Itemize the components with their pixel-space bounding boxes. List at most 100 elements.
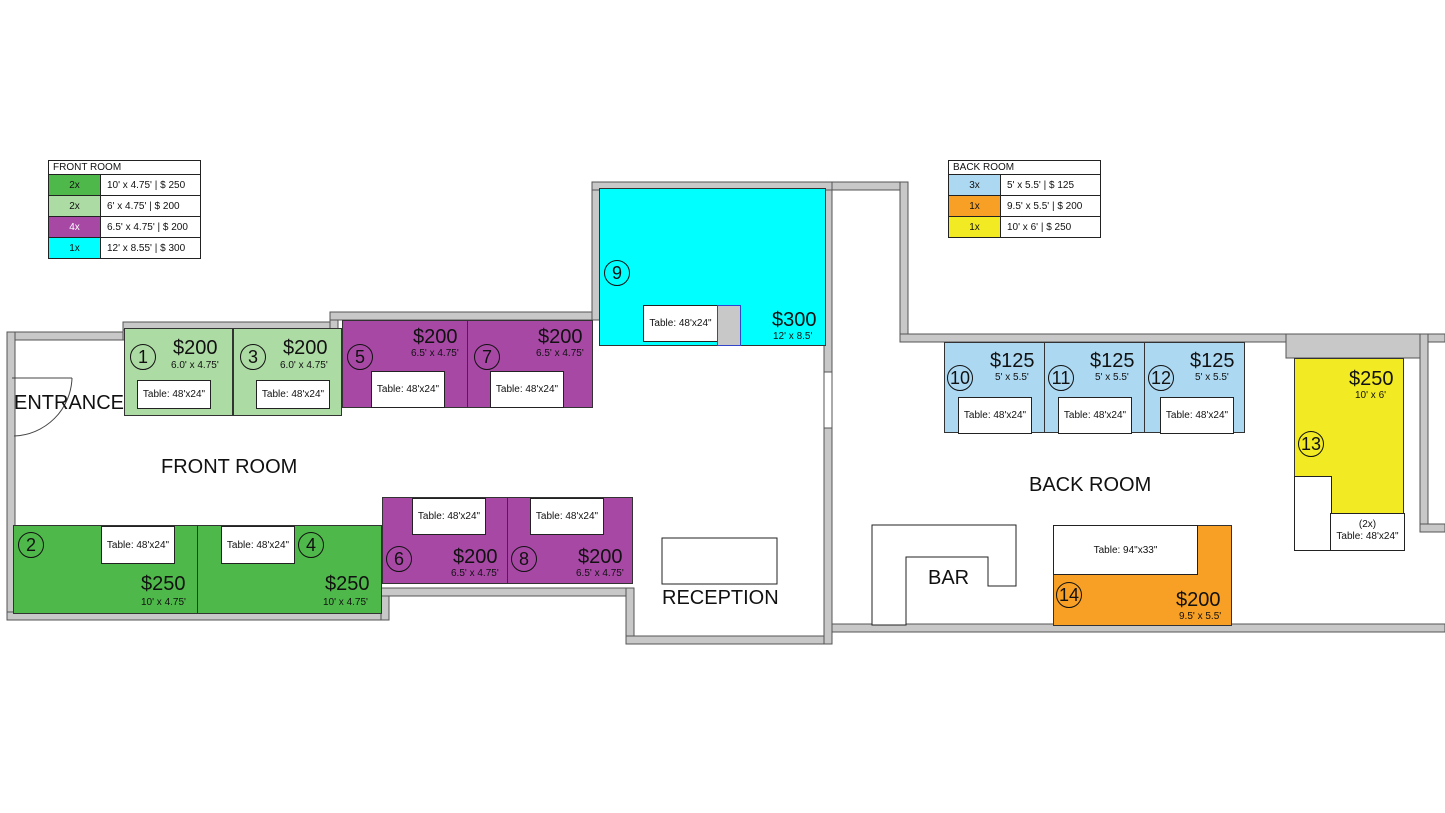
booth-table: Table: 48'x24" (490, 371, 564, 408)
legend-desc: 6.5' x 4.75' | $ 200 (100, 216, 201, 238)
legend-front-room: FRONT ROOM 2x 10' x 4.75' | $ 250 2x 6' … (48, 160, 201, 259)
legend-qty: 2x (48, 174, 101, 196)
door-opening (823, 371, 833, 429)
booth-number: 4 (298, 532, 324, 558)
legend-desc: 10' x 6' | $ 250 (1000, 216, 1101, 238)
legend-desc: 6' x 4.75' | $ 200 (100, 195, 201, 217)
booth-price: $200 (283, 337, 328, 359)
booth-14[interactable]: 14 $200 9.5' x 5.5' Table: 94"x33" (1053, 525, 1232, 626)
booth-number: 7 (474, 344, 500, 370)
reception-label: RECEPTION (662, 587, 779, 609)
booth-number: 8 (511, 546, 537, 572)
booth-9[interactable]: 9 $300 12' x 8.5' Table: 48'x24" (599, 188, 826, 346)
booth-13[interactable]: 13 $250 10' x 6' (2x) Table: 48'x24" (1294, 358, 1405, 551)
booth-table: Table: 48'x24" (1160, 397, 1234, 434)
booth-table-qty: (2x) (1358, 519, 1377, 530)
booth-number: 14 (1056, 582, 1082, 608)
reception-desk (661, 537, 778, 585)
legend-desc: 12' x 8.55' | $ 300 (100, 237, 201, 259)
booth-price: $125 (1090, 350, 1135, 372)
booth-5[interactable]: 5 $200 6.5' x 4.75' Table: 48'x24" (342, 320, 468, 408)
booth-table: Table: 48'x24" (643, 305, 718, 342)
wall (899, 333, 1295, 343)
booth-table: Table: 48'x24" (958, 397, 1032, 434)
booth-table: Table: 48'x24" (412, 498, 486, 535)
booth-price: $200 (453, 546, 498, 568)
booth-table: Table: 48'x24" (1058, 397, 1132, 434)
booth-corner-void (1294, 476, 1332, 551)
booth-number: 10 (947, 365, 973, 391)
booth-price: $125 (1190, 350, 1235, 372)
booth-price: $250 (325, 573, 370, 595)
wall (625, 635, 833, 645)
wall (899, 181, 909, 343)
booth-price: $200 (413, 326, 458, 348)
booth-number: 11 (1048, 365, 1074, 391)
booth-4[interactable]: 4 $250 10' x 4.75' Table: 48'x24" (197, 525, 382, 614)
booth-6[interactable]: 6 $200 6.5' x 4.75' Table: 48'x24" (382, 497, 508, 584)
booth-dimensions: 10' x 6' (1355, 390, 1387, 401)
legend-qty: 1x (948, 195, 1001, 217)
booth-number: 1 (130, 344, 156, 370)
booth-table: Table: 48'x24" (530, 498, 604, 535)
booth-table: Table: 48'x24" (221, 526, 295, 564)
booth-table: Table: 48'x24" (256, 380, 330, 409)
booth-1[interactable]: 1 $200 6.0' x 4.75' Table: 48'x24" (124, 328, 233, 416)
booth-price: $250 (141, 573, 186, 595)
bar-counter (871, 524, 1017, 626)
booth-dimensions: 10' x 4.75' (141, 597, 186, 608)
booth-2[interactable]: 2 $250 10' x 4.75' Table: 48'x24" (13, 525, 198, 614)
legend-title: BACK ROOM (948, 160, 1101, 175)
legend-title: FRONT ROOM (48, 160, 201, 175)
booth-dimensions: 6.5' x 4.75' (576, 568, 624, 579)
booth-dimensions: 12' x 8.5' (773, 331, 813, 342)
legend-qty: 1x (948, 216, 1001, 238)
booth-3[interactable]: 3 $200 6.0' x 4.75' Table: 48'x24" (233, 328, 342, 416)
back-room-label: BACK ROOM (1029, 474, 1152, 496)
booth-7[interactable]: 7 $200 6.5' x 4.75' Table: 48'x24" (467, 320, 593, 408)
booth-number: 2 (18, 532, 44, 558)
booth-dimensions: 6.0' x 4.75' (280, 360, 328, 371)
booth-price: $125 (990, 350, 1035, 372)
booth-8[interactable]: 8 $200 6.5' x 4.75' Table: 48'x24" (507, 497, 633, 584)
booth-number: 9 (604, 260, 630, 286)
legend-qty: 1x (48, 237, 101, 259)
legend-back-room: BACK ROOM 3x 5' x 5.5' | $ 125 1x 9.5' x… (948, 160, 1101, 238)
legend-desc: 5' x 5.5' | $ 125 (1000, 174, 1101, 196)
wall (6, 331, 126, 341)
booth-dimensions: 6.5' x 4.75' (411, 348, 459, 359)
booth-table: Table: 94"x33" (1053, 525, 1198, 575)
booth-dimensions: 6.0' x 4.75' (171, 360, 219, 371)
wall (1285, 333, 1429, 359)
booth-number: 13 (1298, 431, 1324, 457)
legend-desc: 10' x 4.75' | $ 250 (100, 174, 201, 196)
front-room-label: FRONT ROOM (161, 456, 298, 478)
booth-dimensions: 10' x 4.75' (323, 597, 368, 608)
booth-price: $300 (772, 309, 817, 331)
wall (380, 587, 635, 597)
booth-price: $200 (1176, 589, 1221, 611)
booth-table: Table: 48'x24" (101, 526, 175, 564)
legend-qty: 3x (948, 174, 1001, 196)
wall (329, 311, 601, 321)
legend-desc: 9.5' x 5.5' | $ 200 (1000, 195, 1101, 217)
booth-price: $250 (1349, 368, 1394, 390)
booth-price: $200 (173, 337, 218, 359)
booth-dimensions: 5' x 5.5' (995, 372, 1029, 383)
entrance-door-swing (13, 377, 73, 437)
booth-dimensions: 9.5' x 5.5' (1179, 611, 1222, 622)
booth-table: (2x) Table: 48'x24" (1330, 513, 1405, 551)
wall (1419, 523, 1445, 533)
bar-label: BAR (928, 567, 970, 589)
booth-dimensions: 6.5' x 4.75' (451, 568, 499, 579)
booth-10[interactable]: 10 $125 5' x 5.5' Table: 48'x24" (944, 342, 1045, 434)
legend-qty: 2x (48, 195, 101, 217)
booth-price: $200 (578, 546, 623, 568)
booth-number: 6 (386, 546, 412, 572)
booth-12[interactable]: 12 $125 5' x 5.5' Table: 48'x24" (1144, 342, 1245, 434)
booth-11[interactable]: 11 $125 5' x 5.5' Table: 48'x24" (1044, 342, 1145, 434)
booth-dimensions: 6.5' x 4.75' (536, 348, 584, 359)
wall (1419, 333, 1429, 533)
booth-dimensions: 5' x 5.5' (1195, 372, 1229, 383)
